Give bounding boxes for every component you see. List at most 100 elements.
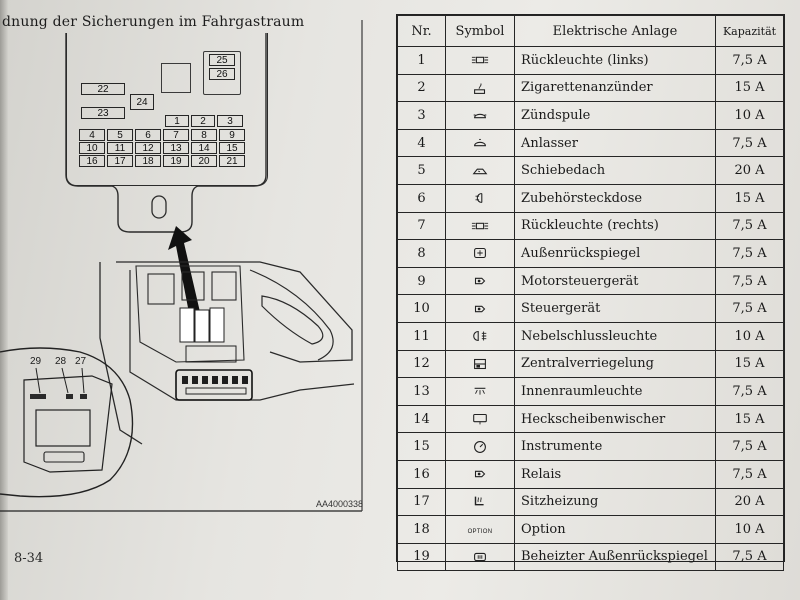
fuse-capacity: 15 A bbox=[715, 404, 784, 434]
fuse-number: 1 bbox=[397, 46, 446, 75]
symbol-cell bbox=[445, 101, 515, 130]
fuse-number: 15 bbox=[397, 432, 446, 461]
fuse-15: 15 bbox=[219, 142, 245, 154]
symbol-cell bbox=[445, 542, 515, 572]
fuse-number: 4 bbox=[397, 128, 446, 158]
symbol-cell bbox=[445, 156, 515, 185]
fuse-12: 12 bbox=[135, 142, 161, 154]
fuse-capacity: 7,5 A bbox=[715, 239, 784, 268]
fuse-number: 17 bbox=[397, 487, 446, 517]
fuse-number: 5 bbox=[397, 156, 446, 185]
electrical-system: Zigarettenanzünder bbox=[514, 73, 716, 103]
fuse-capacity: 7,5 A bbox=[715, 377, 784, 406]
fuse-6: 6 bbox=[135, 129, 161, 141]
diagram-title: dnung der Sicherungen im Fahrgastraum bbox=[2, 14, 305, 30]
fuse-24: 24 bbox=[130, 94, 154, 110]
empty-slot bbox=[161, 63, 191, 93]
fuse-26: 26 bbox=[209, 68, 235, 80]
electrical-system: Relais bbox=[514, 459, 716, 489]
header-symbol: Symbol bbox=[445, 15, 515, 47]
fuse-20: 20 bbox=[191, 155, 217, 167]
symbol-cell bbox=[445, 487, 515, 517]
fuse-number: 7 bbox=[397, 211, 446, 241]
interior-light-icon bbox=[471, 384, 489, 399]
fuse-capacity: 20 A bbox=[715, 156, 784, 185]
electrical-system: Heckscheibenwischer bbox=[514, 404, 716, 434]
symbol-cell bbox=[445, 321, 515, 351]
electrical-system: Innenraumleuchte bbox=[514, 377, 716, 406]
fuse-number: 18 bbox=[397, 515, 446, 544]
fuse-18: 18 bbox=[135, 155, 161, 167]
rear-light-icon bbox=[471, 53, 489, 68]
electrical-system: Rückleuchte (rechts) bbox=[514, 211, 716, 241]
ignition-coil-icon bbox=[471, 108, 489, 123]
fuse-location-illustration bbox=[0, 20, 363, 512]
symbol-cell bbox=[445, 294, 515, 323]
fuse-number: 10 bbox=[397, 294, 446, 323]
fuse-19: 19 bbox=[163, 155, 189, 167]
inset-label-29: 29 bbox=[30, 356, 42, 367]
symbol-cell bbox=[445, 211, 515, 241]
fuse-16: 16 bbox=[79, 155, 105, 167]
fuse-25: 25 bbox=[209, 54, 235, 66]
symbol-cell bbox=[445, 239, 515, 268]
electrical-system: Nebelschlussleuchte bbox=[514, 321, 716, 351]
fuse-2: 2 bbox=[191, 115, 215, 127]
fuse-14: 14 bbox=[191, 142, 217, 154]
fuse-capacity: 7,5 A bbox=[715, 542, 784, 572]
fuse-number: 3 bbox=[397, 101, 446, 130]
symbol-cell: OPTION bbox=[445, 515, 515, 544]
fuse-capacity: 7,5 A bbox=[715, 459, 784, 489]
rear-light-icon bbox=[471, 218, 489, 233]
electrical-system: Zubehörsteckdose bbox=[514, 183, 716, 213]
symbol-cell bbox=[445, 459, 515, 489]
fuse-capacity: 20 A bbox=[715, 487, 784, 517]
fuse-number: 19 bbox=[397, 542, 446, 572]
fuse-4: 4 bbox=[79, 129, 105, 141]
electrical-system: Rückleuchte (links) bbox=[514, 46, 716, 75]
fuse-capacity: 10 A bbox=[715, 101, 784, 130]
electrical-system: Steuergerät bbox=[514, 294, 716, 323]
fuse-21: 21 bbox=[219, 155, 245, 167]
fuse-number: 13 bbox=[397, 377, 446, 406]
fuse-capacity: 10 A bbox=[715, 321, 784, 351]
fuse-number: 11 bbox=[397, 321, 446, 351]
symbol-cell bbox=[445, 404, 515, 434]
fuse-9: 9 bbox=[219, 129, 245, 141]
electrical-system: Beheizter Außenrückspiegel bbox=[514, 542, 716, 572]
fuse-number: 16 bbox=[397, 459, 446, 489]
fuse-1: 1 bbox=[165, 115, 189, 127]
electrical-system: Schiebedach bbox=[514, 156, 716, 185]
fuse-capacity: 7,5 A bbox=[715, 294, 784, 323]
fuse-17: 17 bbox=[107, 155, 133, 167]
starter-icon bbox=[471, 136, 489, 151]
heated-mirror-icon bbox=[471, 549, 489, 564]
engine-control-icon bbox=[471, 301, 489, 316]
fuse-8: 8 bbox=[191, 129, 217, 141]
fuse-capacity: 7,5 A bbox=[715, 128, 784, 158]
table-header-row: Nr. Symbol Elektrische Anlage Kapazität bbox=[397, 15, 784, 47]
fuse-holder-25-26 bbox=[203, 51, 241, 95]
relay-icon bbox=[471, 467, 489, 482]
electrical-system: Zündspule bbox=[514, 101, 716, 130]
cigarette-lighter-icon bbox=[471, 80, 489, 95]
page-number: 8-34 bbox=[14, 551, 44, 566]
rear-wiper-icon bbox=[471, 412, 489, 427]
fuse-23: 23 bbox=[81, 107, 125, 119]
electrical-system: Anlasser bbox=[514, 128, 716, 158]
mirror-icon bbox=[471, 246, 489, 261]
fuse-capacity: 7,5 A bbox=[715, 266, 784, 296]
fuse-capacity: 7,5 A bbox=[715, 432, 784, 461]
fuse-capacity: 7,5 A bbox=[715, 211, 784, 241]
